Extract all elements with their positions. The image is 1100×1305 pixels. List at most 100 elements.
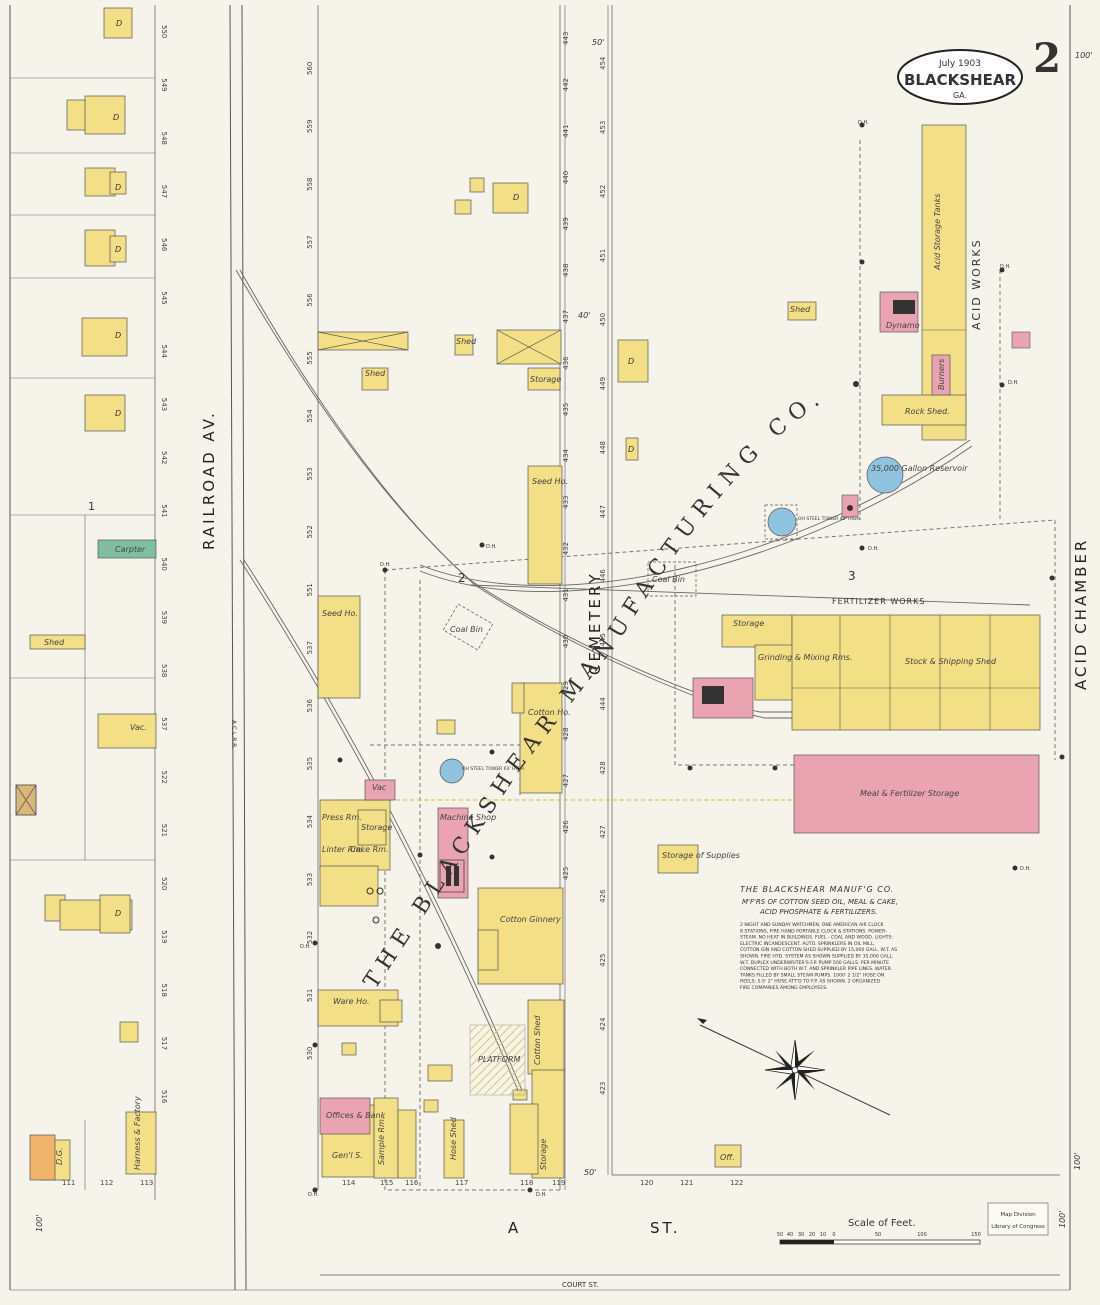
house-number: 555: [306, 351, 314, 364]
house-number: 434: [562, 449, 570, 463]
acl-rr-label: A.C.L.R.R.: [230, 720, 237, 749]
court-st-label: COURT ST.: [562, 1281, 599, 1289]
house-number: 120: [640, 1179, 653, 1187]
dwelling-label: D: [513, 193, 519, 202]
dwelling-label: D: [115, 909, 121, 918]
steel-tower-tank-east: [767, 507, 797, 537]
meal-fertilizer-label: Meal & Fertilizer Storage: [860, 789, 959, 798]
dwelling-label: D: [113, 113, 119, 122]
reservoir-tank: [866, 456, 904, 494]
carptr-label: Carpter: [115, 545, 146, 554]
dh-label: D.H.: [486, 544, 497, 550]
dim-40: 40': [578, 311, 590, 320]
house-number: 517: [160, 1037, 168, 1050]
cotton-ho-label: Cotton Ho.: [528, 708, 571, 717]
house-number: 537: [306, 641, 314, 654]
house-number: 429: [562, 681, 570, 694]
dynamo-boiler: [893, 300, 915, 314]
house-number: 445: [599, 633, 607, 646]
hose-shed-label: Hose Shed: [449, 1116, 458, 1160]
house-number: 549: [160, 78, 168, 91]
house-number: 535: [306, 757, 314, 770]
house-number: 453: [599, 121, 607, 134]
storage-3-label: Storage: [539, 1139, 548, 1170]
desc-line1: M'F'RS OF COTTON SEED OIL, MEAL & CAKE,: [742, 898, 898, 906]
house-number: 547: [160, 185, 168, 198]
house-numbers-mid: 5605595585575565555545535525515375365355…: [306, 62, 314, 1060]
hydrants: [312, 122, 1065, 1193]
house-number: 557: [306, 235, 314, 248]
house-number: 541: [160, 504, 168, 517]
house-number: 423: [599, 1082, 607, 1095]
house-number: 438: [562, 264, 570, 277]
cemetery-label: CEMETERY: [586, 571, 604, 675]
dwelling-markers: D D D D D D D D D D: [113, 19, 634, 918]
dim-100-se: 100': [1073, 1153, 1082, 1170]
house-number: 559: [306, 120, 314, 133]
dh-labels: D.H. D.H. D.H. D.H. D.H. D.H. D.H. D.H. …: [300, 120, 1031, 1198]
sheet-number: 2: [1033, 35, 1061, 82]
desc-heading: THE BLACKSHEAR MANUF'G CO.: [740, 885, 894, 894]
dim-100-sw: 100': [35, 1215, 44, 1232]
scale-tick-label: 50: [875, 1232, 881, 1238]
shed-2-label: Shed: [365, 369, 386, 378]
desc-note-line: STEAM. NO HEAT IN BUILDINGS. FUEL - COAL…: [740, 935, 893, 941]
fertilizer-works-label: FERTILIZER WORKS: [832, 597, 925, 606]
desc-note-line: REELS; 5-5' 2" HOSE ATT'D TO F.P. AS SHO…: [740, 979, 880, 985]
desc-note-line: CONNECTED WITH BOTH W.T. AND SPRINKLER P…: [740, 966, 892, 972]
house-number: 536: [306, 698, 314, 712]
platform-label: PLATFORM: [478, 1055, 521, 1064]
machine-shop-label: Machine Shop: [440, 813, 496, 822]
platform-hatch: [469, 1024, 526, 1096]
house-number: 538: [160, 664, 168, 677]
house-number: 441: [562, 124, 570, 137]
house-number: 425: [599, 954, 607, 967]
press-rm-label: Press Rm.: [322, 813, 362, 822]
dh-label: D.H.: [1000, 264, 1011, 270]
carptr-shop: [97, 539, 157, 559]
desc-notes: 2 NIGHT AND SUNDAY WATCHMEN, ONE AMERICA…: [739, 922, 897, 991]
dh-label: D.H.: [868, 546, 879, 552]
tank-note-east: OH STEEL TOWER 40' HIGH: [798, 516, 860, 522]
dynamo-label: Dynamo: [886, 321, 920, 330]
scale-tick-label: 20: [809, 1232, 815, 1238]
harness-factory-label: Harness & Factory: [133, 1096, 142, 1170]
lot-lines-west: [10, 77, 155, 1190]
house-number: 518: [160, 984, 168, 997]
dwelling-label: D: [115, 245, 121, 254]
house-number: 521: [160, 824, 168, 837]
house-number: 545: [160, 291, 168, 304]
vac-west-label: Vac.: [130, 723, 147, 732]
scale-tick-label: 0: [832, 1232, 835, 1238]
ware-ho-label: Ware Ho.: [333, 997, 370, 1006]
house-number: 537: [160, 717, 168, 730]
storage-1-label: Storage: [530, 375, 561, 384]
house-number: 121: [680, 1179, 693, 1187]
fertilizer-works-partitions: [792, 329, 1040, 730]
house-number: 452: [599, 185, 607, 198]
vac-label: Vac: [372, 783, 387, 792]
house-number: 440: [562, 171, 570, 184]
tank-note-west: OH STEEL TOWER 63' HIGH: [462, 766, 524, 772]
house-number: 114: [342, 1179, 356, 1187]
house-number: 520: [160, 877, 168, 890]
house-number: 540: [160, 558, 168, 571]
house-number: 558: [306, 178, 314, 191]
boiler-stack-1: [446, 866, 451, 886]
house-number: 436: [562, 356, 570, 370]
storage-2-label: Storage: [361, 823, 392, 832]
badge-state: GA.: [953, 91, 967, 100]
house-number: 115: [380, 1179, 393, 1187]
dim-100-s: 100': [1058, 1211, 1067, 1228]
cake-rm-label: Cake Rm.: [350, 845, 388, 854]
house-number: 432: [562, 542, 570, 555]
dimension-labels: 100' 100' 100' 100' 50' 50' 40': [35, 38, 1092, 1232]
offices-bank-label: Offices & Bank: [326, 1111, 386, 1120]
block-number-1: 1: [88, 500, 95, 513]
house-numbers-west: 5505495485475465455445435425415405395385…: [160, 25, 168, 1104]
boiler-house: [439, 859, 465, 893]
open-sheds: [15, 329, 562, 816]
